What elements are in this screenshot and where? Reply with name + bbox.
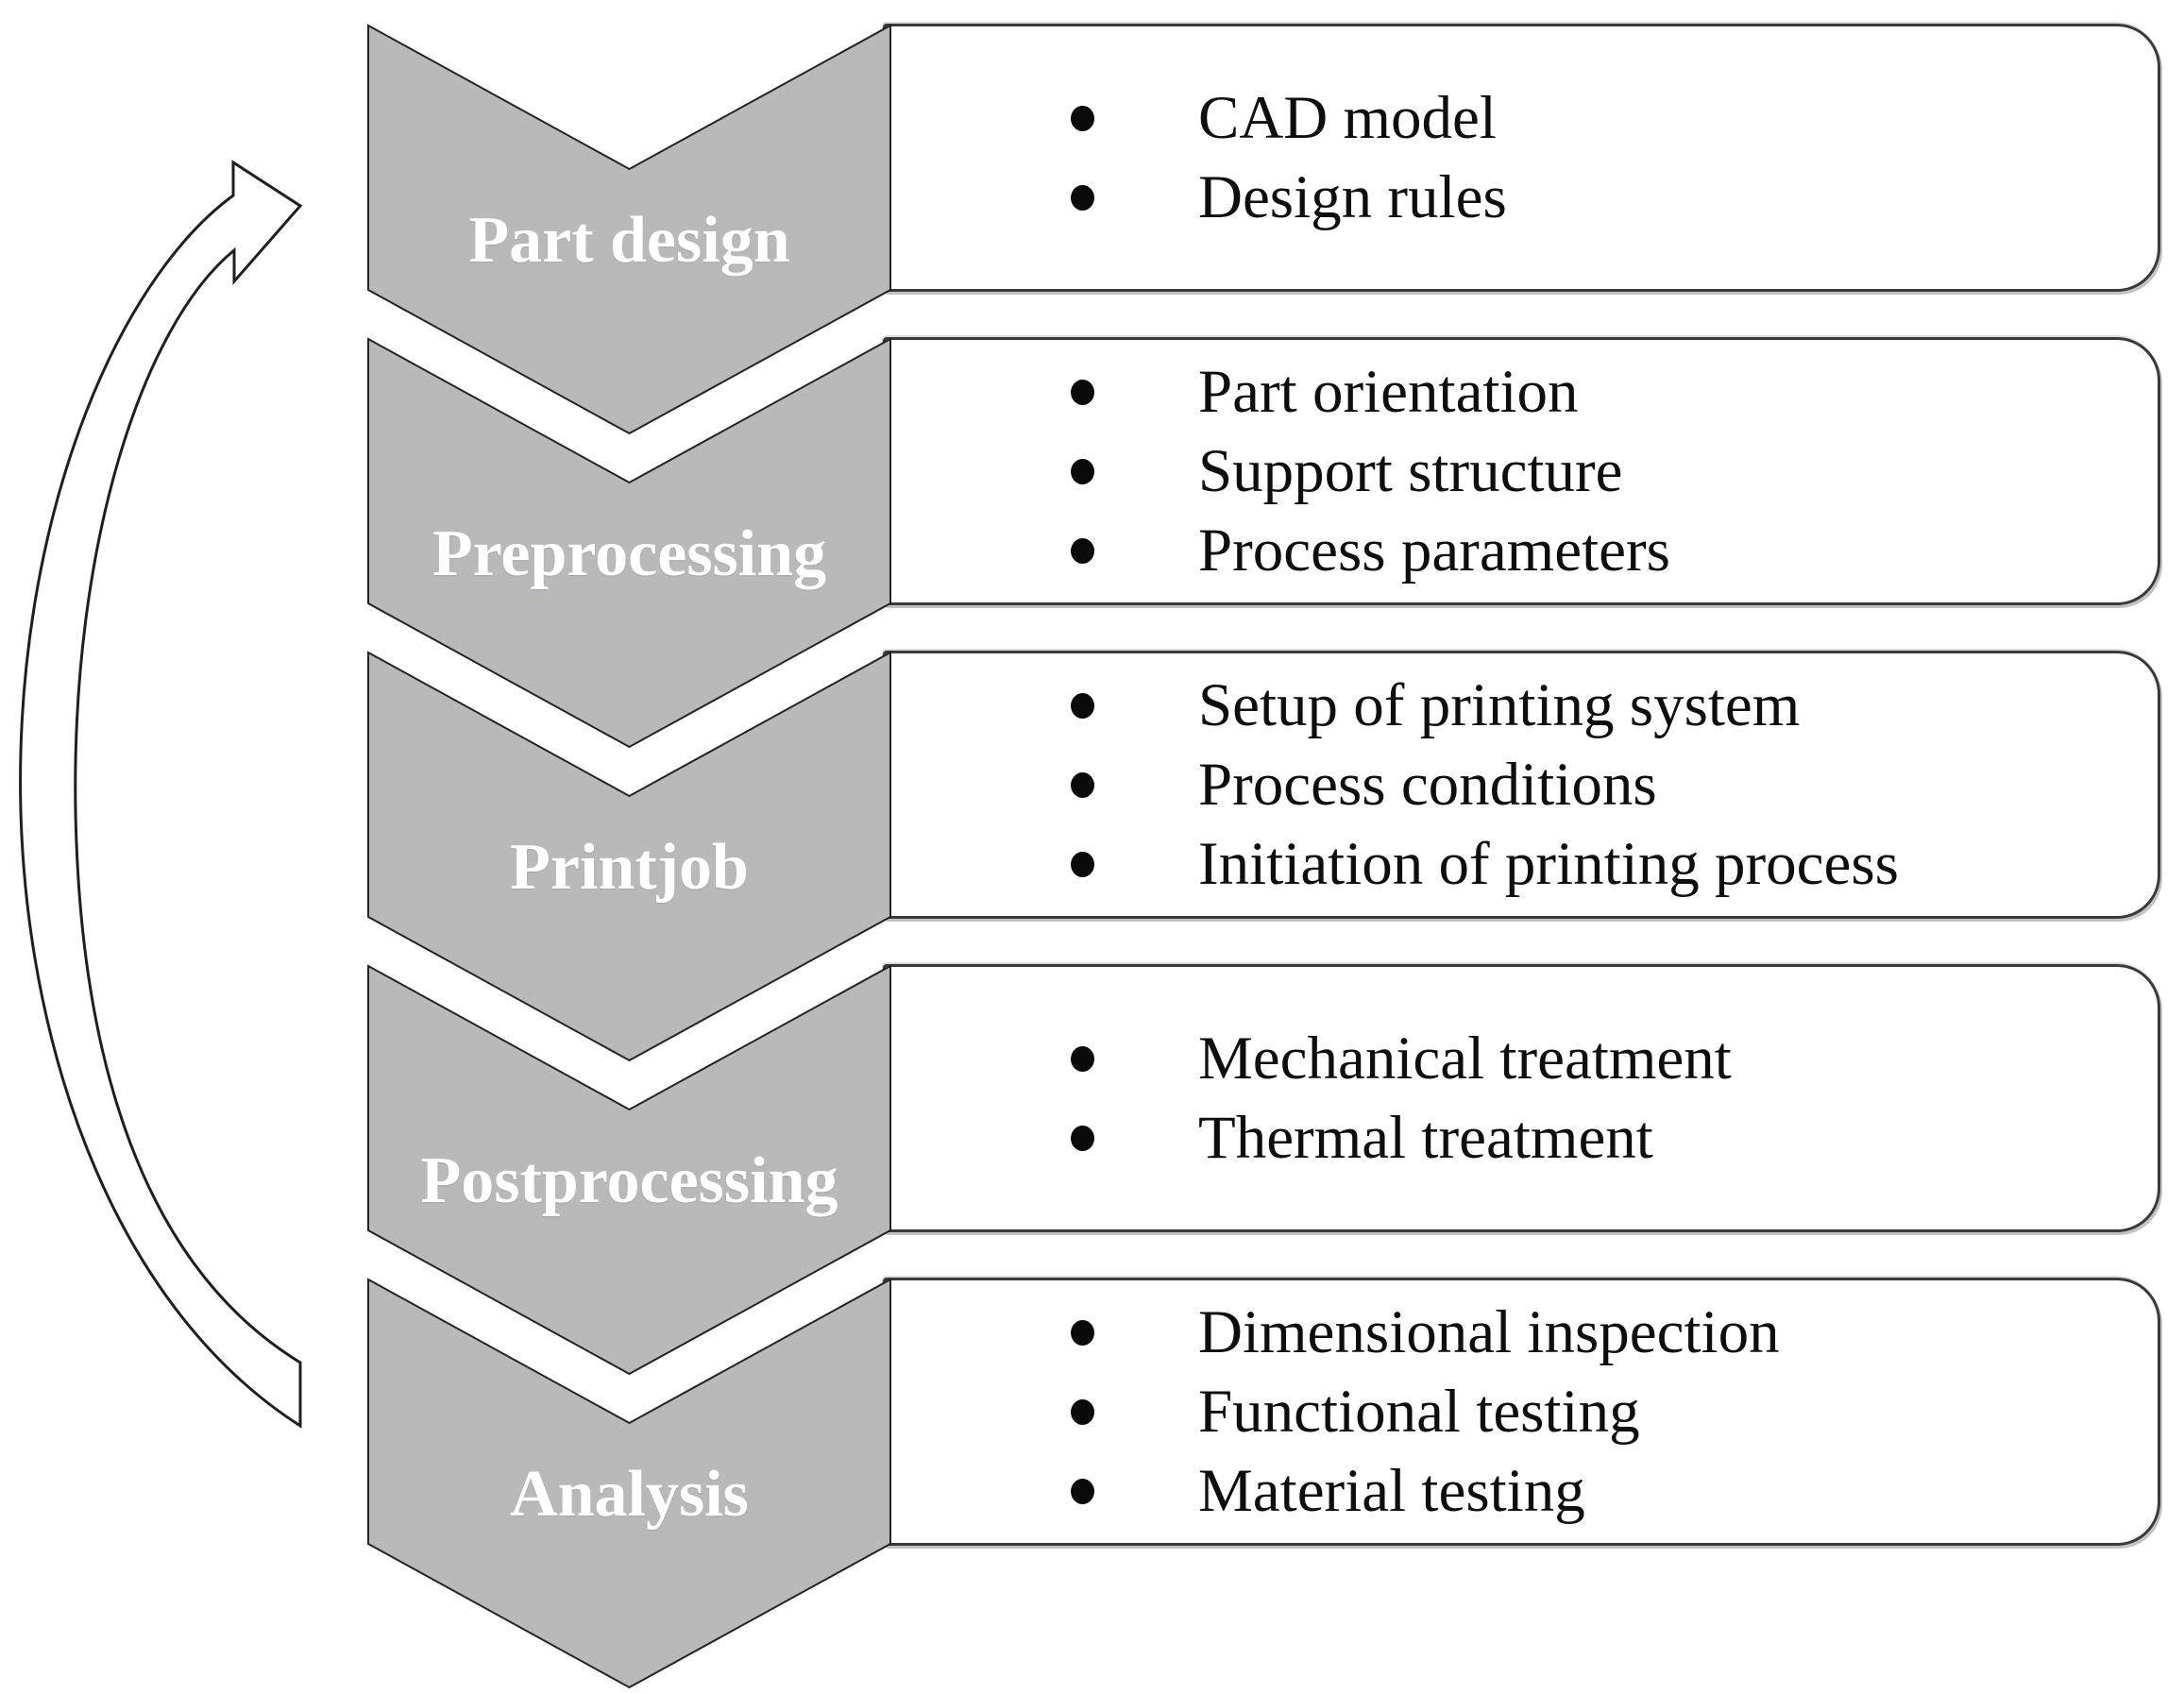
list-item: Thermal treatment xyxy=(1071,1098,2120,1177)
list-item-text: Support structure xyxy=(1198,437,1623,505)
list-item-text: Thermal treatment xyxy=(1198,1104,1653,1172)
list-item-text: Process conditions xyxy=(1198,751,1657,819)
bullet-icon xyxy=(1071,458,1094,484)
list-item: Mechanical treatment xyxy=(1071,1019,2120,1098)
bullet-icon xyxy=(1071,771,1094,798)
chevron-shape-preprocessing xyxy=(367,337,891,749)
list-item: Part orientation xyxy=(1071,352,2120,432)
list-item: Process parameters xyxy=(1071,511,2120,590)
list-item-text: Setup of printing system xyxy=(1198,671,1801,739)
chevron-label-preprocessing: Preprocessing xyxy=(432,517,827,590)
chevron-label-printjob: Printjob xyxy=(510,831,749,904)
curved-loop-arrow-icon xyxy=(19,160,303,1429)
chevron-label-analysis: Analysis xyxy=(510,1458,749,1531)
chevron-shape-printjob xyxy=(367,651,891,1062)
list-item: Material testing xyxy=(1071,1451,2120,1531)
bullet-icon xyxy=(1071,1478,1094,1504)
bullet-icon xyxy=(1071,1319,1094,1346)
list-item: Initiation of printing process xyxy=(1071,824,2120,904)
list-item-text: Process parameters xyxy=(1198,517,1670,584)
chevron-shape-part-design xyxy=(367,24,891,435)
list-item: Functional testing xyxy=(1071,1372,2120,1451)
bullet-icon xyxy=(1071,1398,1094,1425)
list-item: Support structure xyxy=(1071,432,2120,511)
bullet-icon xyxy=(1071,1125,1094,1151)
list-item-text: Design rules xyxy=(1198,163,1507,231)
chevron-shape-analysis xyxy=(367,1278,891,1689)
list-item: Dimensional inspection xyxy=(1071,1293,2120,1372)
list-item-text: Initiation of printing process xyxy=(1198,830,1899,898)
chevron-shape-postprocessing xyxy=(367,964,891,1376)
list-item: Process conditions xyxy=(1071,745,2120,824)
bullet-icon xyxy=(1071,692,1094,719)
list-item-text: Material testing xyxy=(1198,1457,1585,1525)
list-item-text: CAD model xyxy=(1198,84,1497,152)
list-item-text: Functional testing xyxy=(1198,1378,1640,1446)
bullet-icon xyxy=(1071,537,1094,564)
bullet-icon xyxy=(1071,1045,1094,1072)
list-item-text: Dimensional inspection xyxy=(1198,1298,1780,1366)
bullet-icon xyxy=(1071,851,1094,877)
bullet-icon xyxy=(1071,184,1094,211)
list-item: Design rules xyxy=(1071,158,2120,237)
list-item-text: Mechanical treatment xyxy=(1198,1025,1732,1093)
bullet-icon xyxy=(1071,105,1094,131)
list-item-text: Part orientation xyxy=(1198,358,1579,426)
list-item: Setup of printing system xyxy=(1071,666,2120,745)
bullet-icon xyxy=(1071,379,1094,405)
chevron-label-postprocessing: Postprocessing xyxy=(420,1144,838,1217)
chevron-label-part-design: Part design xyxy=(468,204,790,277)
list-item: CAD model xyxy=(1071,78,2120,158)
